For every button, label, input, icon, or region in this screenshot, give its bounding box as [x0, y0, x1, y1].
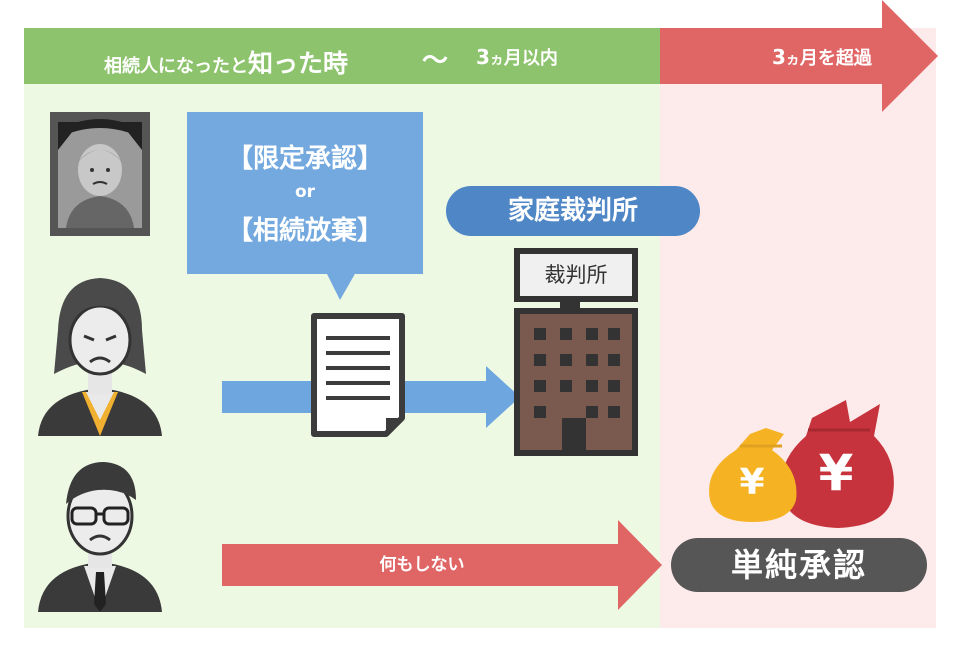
overdue-suffix: 月を超過	[799, 48, 872, 69]
money-bag-icon	[709, 400, 894, 528]
worried-woman-icon	[38, 278, 162, 436]
period-range: 3ヵ月以内	[476, 44, 558, 70]
overdue-label: 3ヵ月を超過	[772, 44, 872, 70]
period-emph: 知った時	[248, 49, 349, 78]
options-bubble: 【限定承認】 or 【相続放棄】	[187, 112, 423, 274]
option-limited-approval: 【限定承認】	[226, 144, 383, 174]
overdue-arrow	[660, 0, 938, 112]
do-nothing-label: 何もしない	[379, 555, 465, 575]
worried-man-icon	[38, 462, 162, 612]
large-bag-yen: ¥	[818, 444, 854, 502]
court-sign: 裁判所	[514, 248, 638, 302]
overdue-ka: ヵ	[785, 52, 800, 68]
period-tilde: 〜	[422, 46, 449, 76]
family-court-label: 家庭裁判所	[446, 186, 700, 236]
bubble-tail	[326, 272, 356, 300]
period-ka: ヵ	[489, 52, 504, 68]
within-period-band	[24, 28, 660, 84]
do-nothing-arrow	[222, 520, 662, 610]
deceased-portrait-icon	[50, 112, 150, 236]
option-or: or	[294, 182, 316, 202]
document-icon	[311, 313, 405, 437]
option-renunciation: 【相続放棄】	[226, 216, 383, 246]
small-bag-yen: ¥	[739, 462, 765, 503]
period-prefix: 相続人になったと	[104, 56, 248, 77]
period-label: 相続人になったと知った時	[104, 44, 348, 80]
court-building-icon	[514, 300, 638, 456]
period-suffix: 月以内	[503, 48, 558, 69]
period-number: 3	[476, 45, 490, 69]
overdue-area	[660, 28, 936, 628]
simple-approval-label: 単純承認	[671, 538, 927, 592]
overdue-number: 3	[772, 45, 786, 69]
